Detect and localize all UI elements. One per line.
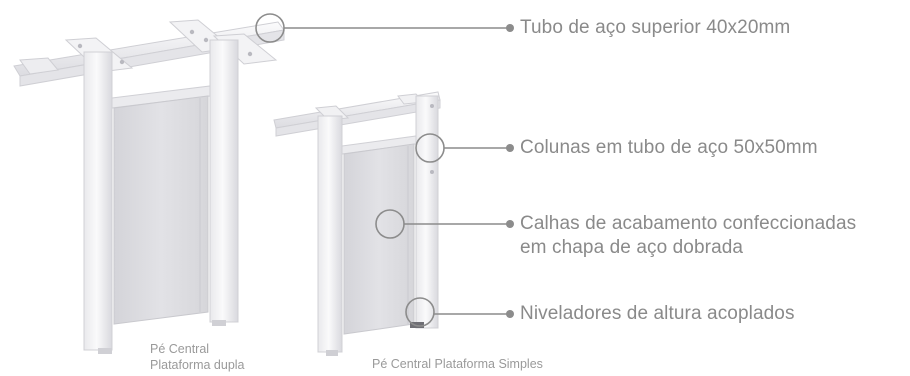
cross-bar [111, 85, 211, 109]
foot-single-left [326, 350, 338, 356]
callout-channels-line2: em chapa de aço dobrada [520, 237, 744, 258]
column-single-left [317, 115, 343, 353]
caption-double-line2: Plataforma dupla [150, 358, 245, 372]
finishing-panel-single [343, 143, 415, 335]
callout-top-tube: Tubo de aço superior 40x20mm [520, 17, 791, 38]
callout-columns: Colunas em tubo de aço 50x50mm [520, 137, 818, 158]
column-left [83, 51, 113, 351]
column-right [209, 39, 239, 323]
double-platform-leg [13, 19, 285, 354]
callout-circle-levelers [405, 297, 435, 327]
foot-left [98, 348, 112, 354]
callout-levelers: Niveladores de altura acoplados [520, 303, 795, 324]
callout-channels-line1: Calhas de acabamento confeccionadas [520, 213, 857, 234]
callout-lines [255, 13, 508, 327]
callout-dots [506, 24, 514, 318]
foot-right [212, 320, 226, 326]
finishing-panel [113, 95, 209, 325]
bracket-far-left [19, 57, 59, 75]
single-platform-leg [273, 91, 441, 356]
caption-single: Pé Central Plataforma Simples [372, 357, 543, 371]
caption-double-line1: Pé Central [150, 342, 210, 356]
column-single-right [415, 95, 439, 329]
